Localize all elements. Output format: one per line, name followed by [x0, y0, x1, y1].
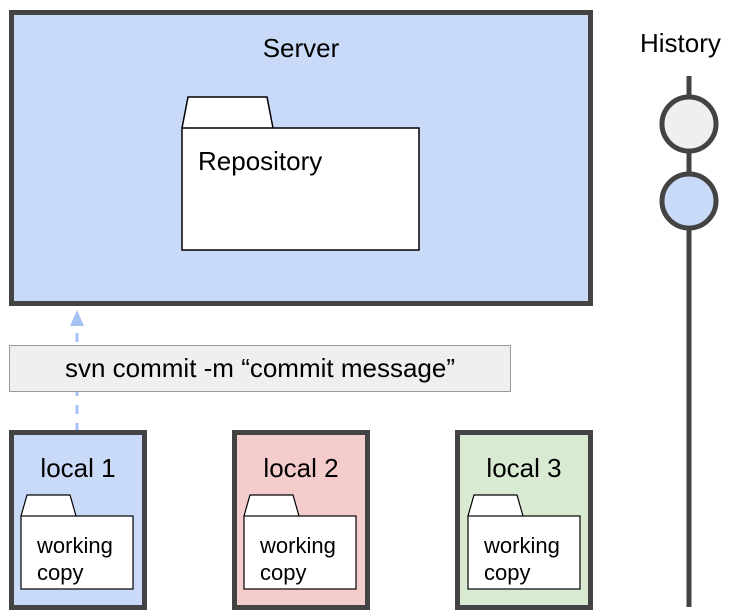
working-copy-line1: working — [484, 533, 560, 558]
working-copy-line2: copy — [484, 560, 531, 585]
repository-folder-icon — [181, 96, 420, 251]
working-copy-label-2: working copy — [260, 532, 336, 586]
working-copy-line1: working — [37, 533, 113, 558]
working-copy-folder-icon — [20, 494, 134, 590]
working-copy-line2: copy — [37, 560, 84, 585]
history-timeline — [659, 76, 719, 607]
history-commit-2 — [659, 171, 719, 231]
working-copy-folder-icon — [467, 494, 581, 590]
working-copy-label-3: working copy — [484, 532, 560, 586]
working-copy-label-1: working copy — [37, 532, 113, 586]
server-title: Server — [262, 33, 340, 63]
server-box: Server — [9, 10, 593, 306]
history-label: History — [640, 28, 721, 58]
local-label: local 1 — [40, 453, 116, 483]
repository-label: Repository — [198, 146, 323, 176]
commit-command: svn commit -m “commit message” — [9, 345, 511, 392]
working-copy-line1: working — [260, 533, 336, 558]
local-label: local 3 — [486, 453, 562, 483]
history-commit-1 — [659, 94, 719, 154]
local-label: local 2 — [263, 453, 339, 483]
working-copy-folder-icon — [243, 494, 357, 590]
working-copy-line2: copy — [260, 560, 307, 585]
